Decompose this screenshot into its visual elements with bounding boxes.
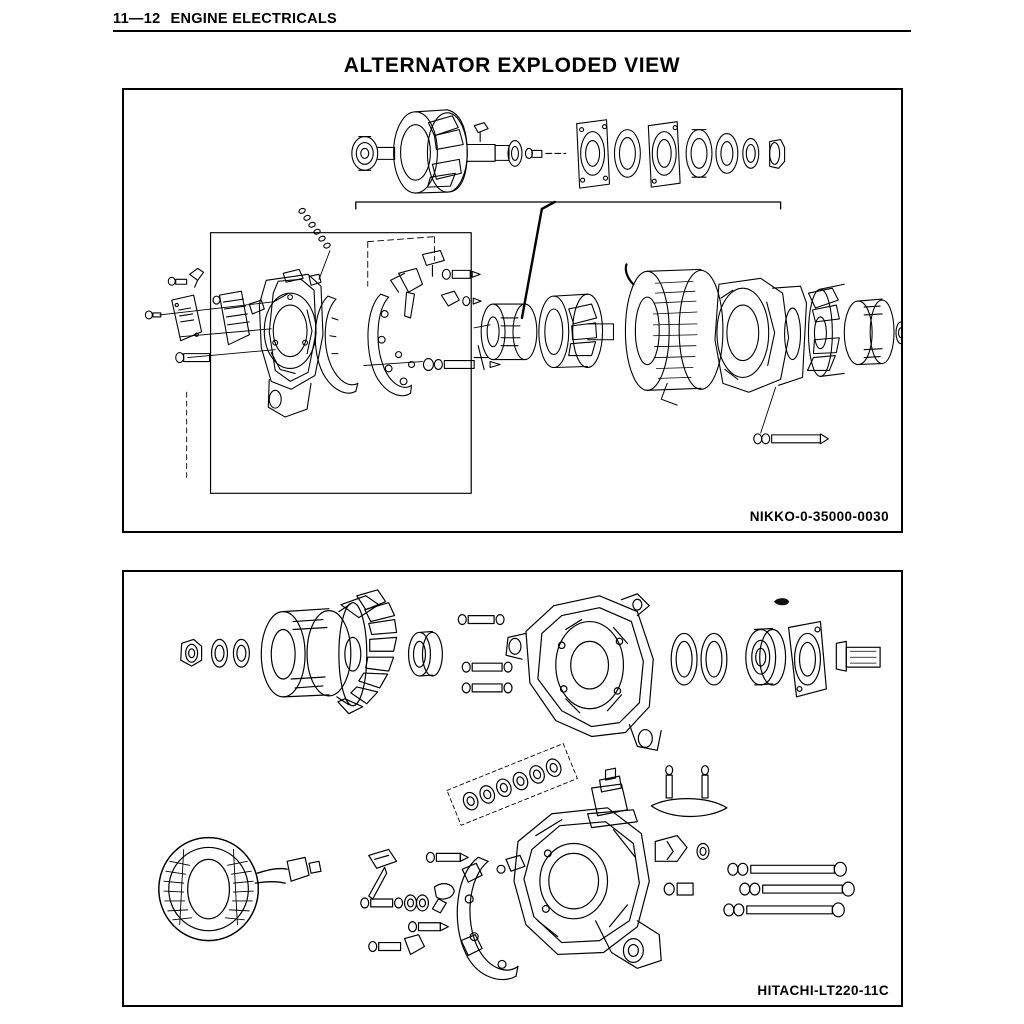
diagram-panel-nikko: NIKKO-0-35000-0030 [122,88,903,533]
main-assembly-row [473,263,901,406]
inner-reference-box [209,232,472,494]
rear-bracket-group [513,765,728,969]
page-header: 11—12 ENGINE ELECTRICALS [113,11,911,32]
washer-stack-callout [298,207,331,280]
header-text-line: 11—12 ENGINE ELECTRICALS [113,11,911,27]
diagram-panel-hitachi: HITACHI-LT220-11C [122,570,903,1007]
panel-caption-hitachi: HITACHI-LT220-11C [757,983,889,998]
bearing-retainer-rotor-row [670,598,881,698]
rear-housing-group [144,207,359,482]
diode-strip-group [446,743,578,826]
header-rule [113,30,911,32]
upper-rotor-assembly-row [351,109,786,320]
rectifier-group [363,236,501,397]
through-bolt-group [753,386,829,445]
stator-group [158,836,322,942]
section-title: ENGINE ELECTRICALS [170,11,337,27]
subassembly-leader [520,200,556,320]
page-title: ALTERNATOR EXPLODED VIEW [343,54,681,77]
cooling-fan-hitachi [336,589,398,715]
subassembly-bracket [355,201,782,210]
pulley-fan-front-bracket-row [180,589,662,751]
page-folio: 11—12 [113,11,161,27]
through-bolt-group [723,861,855,918]
exploded-view-figure-nikko [124,90,901,531]
panel-caption-nikko: NIKKO-0-35000-0030 [749,509,889,524]
cooling-fan [806,283,845,377]
exploded-view-figure-hitachi [124,572,901,1005]
brush-rectifier-group [360,848,526,981]
